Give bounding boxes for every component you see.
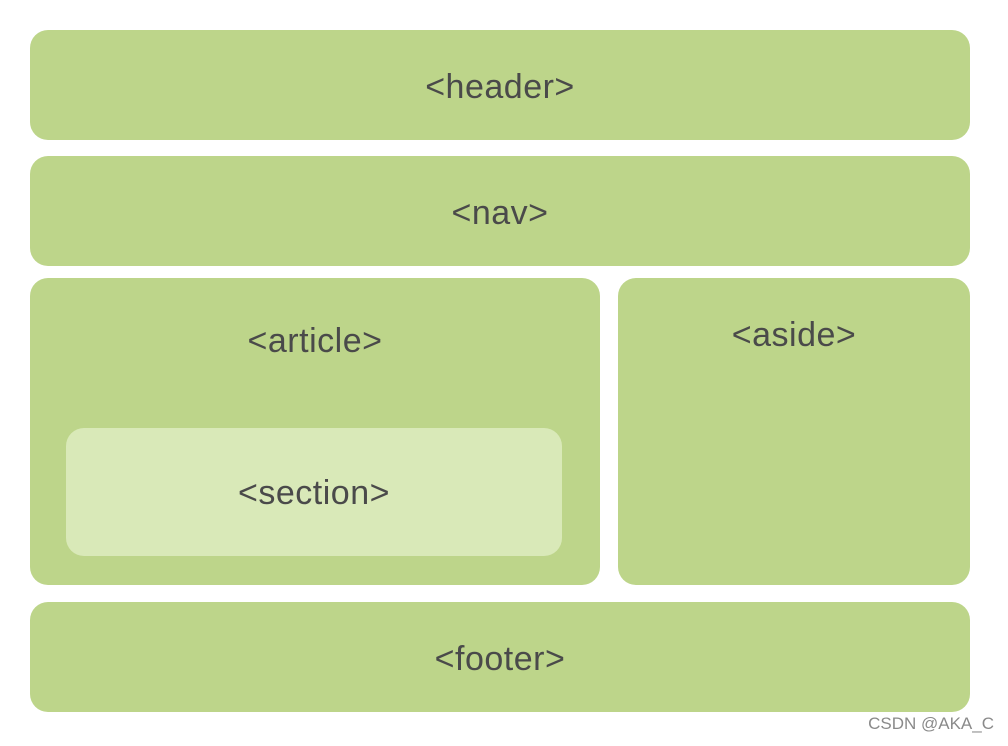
nav-label: <nav>	[451, 194, 549, 232]
header-block: <header>	[30, 30, 970, 140]
nav-block: <nav>	[30, 156, 970, 266]
aside-block: <aside>	[618, 278, 970, 585]
watermark-text: CSDN @AKA_C	[868, 714, 994, 733]
article-label: <article>	[247, 322, 383, 360]
header-label: <header>	[425, 68, 575, 106]
section-block: <section>	[66, 428, 562, 556]
article-block: <article> <section>	[30, 278, 600, 585]
aside-label: <aside>	[731, 316, 857, 354]
footer-label: <footer>	[434, 640, 566, 678]
section-label: <section>	[238, 474, 390, 512]
footer-block: <footer>	[30, 602, 970, 712]
